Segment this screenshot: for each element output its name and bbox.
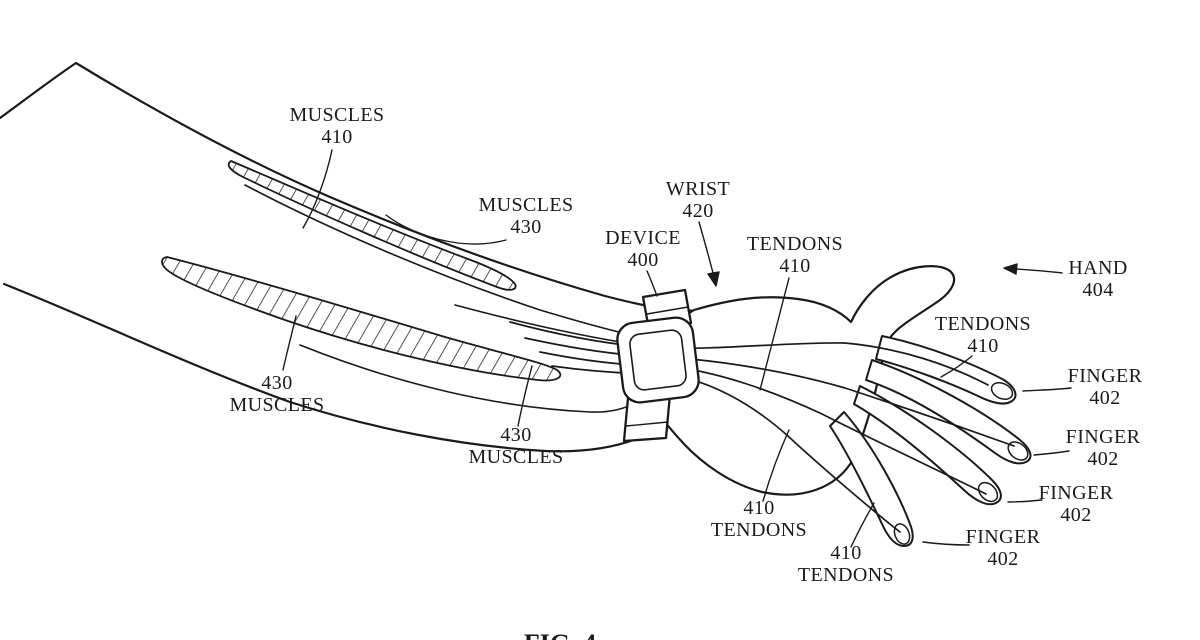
leader-wrist-420	[699, 222, 714, 277]
label-muscles-410-upper: MUSCLES 410	[289, 104, 384, 148]
label-tendons-410-pinky: 410 TENDONS	[798, 542, 894, 586]
label-device-400: DEVICE 400	[605, 227, 681, 271]
label-muscles-430-mid: MUSCLES 430	[478, 194, 573, 238]
leader-finger-402-ring	[1008, 500, 1042, 502]
label-muscles-430-left: 430 MUSCLES	[229, 372, 324, 416]
label-tendons-410-wrist: TENDONS 410	[747, 233, 843, 277]
wrist-arrowhead	[708, 272, 719, 286]
label-muscles-430-lower: 430 MUSCLES	[468, 424, 563, 468]
label-wrist-420: WRIST 420	[666, 178, 730, 222]
leader-tendons-410-pinky	[851, 503, 874, 547]
label-finger-402-pinky: FINGER 402	[966, 526, 1041, 570]
hand-arrowhead	[1004, 264, 1017, 274]
figure-caption: FIG. 4	[524, 629, 596, 640]
leader-finger-402-middle	[1034, 451, 1069, 455]
label-finger-402-ring: FINGER 402	[1039, 482, 1114, 526]
label-finger-402-middle: FINGER 402	[1066, 426, 1141, 470]
leader-muscles-430-left	[283, 316, 296, 370]
leader-finger-402-pinky	[923, 542, 969, 545]
label-hand-404: HAND 404	[1068, 257, 1127, 301]
leader-finger-402-index	[1023, 388, 1071, 391]
label-finger-402-index: FINGER 402	[1068, 365, 1143, 409]
leader-device-400	[647, 271, 657, 296]
watch-screen	[629, 329, 687, 391]
label-tendons-410-hand: TENDONS 410	[935, 313, 1031, 357]
muscle-upper	[229, 161, 516, 290]
label-tendons-410-palm: 410 TENDONS	[711, 497, 807, 541]
leader-hand-404	[1016, 269, 1062, 273]
